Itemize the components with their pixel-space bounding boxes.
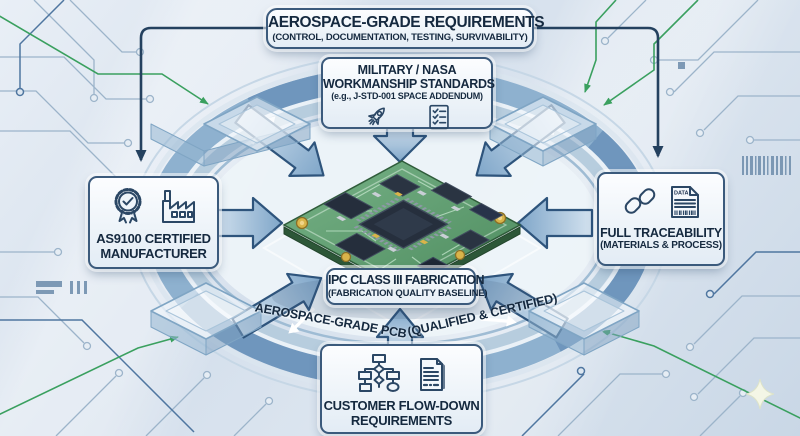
fabrication-line2: (FABRICATION QUALITY BASELINE) (328, 288, 488, 299)
manufacturer-line1: AS9100 CERTIFIED (96, 231, 211, 246)
barcode-decoration-right (742, 156, 791, 175)
glass-slab-bottom-left (150, 282, 262, 356)
manufacturer-line2: MANUFACTURER (100, 246, 207, 261)
standards-box: MILITARY / NASA WORKMANSHIP STANDARDS (e… (321, 57, 495, 130)
rocket-icon (368, 107, 385, 126)
glass-slab-top-left (150, 96, 311, 167)
customer-line2: REQUIREMENTS (350, 413, 453, 428)
manufacturer-box: AS9100 CERTIFIED MANUFACTURER (88, 176, 219, 269)
document-icon (419, 358, 445, 391)
title-line2: (CONTROL, DOCUMENTATION, TESTING, SURVIV… (272, 32, 528, 43)
glass-slabs (150, 96, 640, 356)
square-decoration (678, 62, 685, 69)
standards-line1: MILITARY / NASA (357, 63, 457, 77)
barcode-decoration-left (36, 281, 87, 294)
traceability-line1: FULL TRACEABILITY (600, 226, 722, 240)
data-document-icon: DATA (671, 186, 699, 218)
manufacturer-icons (90, 187, 217, 225)
sparkle-decoration (745, 378, 775, 410)
arrow-right (516, 196, 594, 250)
title-line1: AEROSPACE-GRADE REQUIREMENTS (268, 14, 545, 31)
glass-slab-top-right (489, 96, 597, 167)
certification-badge-icon (114, 188, 141, 224)
pcb-components (323, 173, 504, 285)
chain-link-icon (624, 188, 656, 214)
traceability-line2: (MATERIALS & PROCESS) (600, 240, 722, 251)
standards-icons (323, 104, 491, 130)
title-connectors (135, 26, 664, 162)
customer-box: CUSTOMER FLOW-DOWN REQUIREMENTS (320, 344, 483, 434)
traceability-box: DATA FULL TRACEABILITY (MATERIALS & PROC… (597, 172, 725, 266)
arrow-top (372, 126, 428, 164)
arrow-left (211, 196, 284, 250)
standards-line3: (e.g., J-STD-001 SPACE ADDENDUM) (331, 91, 483, 101)
flowchart-icon (357, 354, 400, 392)
traceability-icons: DATA (599, 183, 723, 219)
data-doc-label: DATA (674, 191, 688, 197)
checklist-icon (429, 104, 449, 130)
title-box: AEROSPACE-GRADE REQUIREMENTS (CONTROL, D… (266, 8, 545, 49)
fabrication-line1: IPC CLASS III FABRICATION (328, 273, 485, 287)
customer-icons (322, 353, 481, 393)
fabrication-box: IPC CLASS III FABRICATION (FABRICATION Q… (326, 268, 488, 305)
customer-line1: CUSTOMER FLOW-DOWN (323, 398, 480, 413)
factory-icon (161, 190, 195, 223)
glass-slab-bottom-right (528, 282, 640, 356)
standards-line2: WORKMANSHIP STANDARDS (323, 77, 495, 91)
